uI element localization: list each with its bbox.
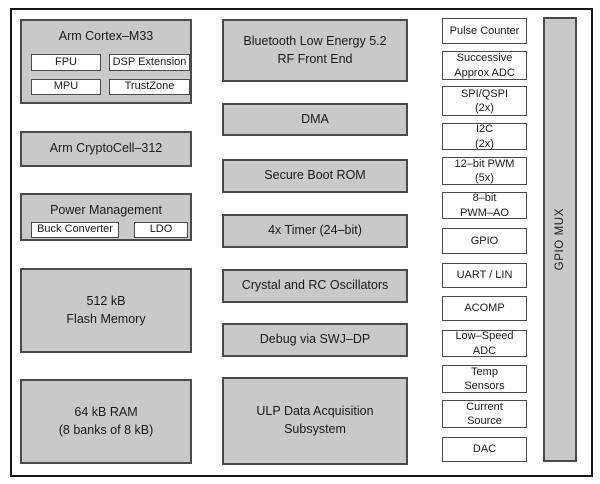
block-ulp-subsystem-label: Subsystem <box>284 422 346 436</box>
block-timer: 4x Timer (24–bit) <box>222 214 408 248</box>
block-i2c: I2C (2x) <box>442 123 527 150</box>
block-ram: 64 kB RAM (8 banks of 8 kB) <box>20 379 192 464</box>
block-low-speed-adc: Low–Speed ADC <box>442 330 527 357</box>
block-current-source-line1: Current <box>466 400 503 413</box>
block-mpu: MPU <box>31 79 101 95</box>
block-i2c-count: (2x) <box>475 137 494 150</box>
diagram-frame <box>10 8 593 477</box>
block-flash-size-label: 512 kB <box>86 293 126 308</box>
block-ldo: LDO <box>134 222 188 238</box>
block-pulse-counter: Pulse Counter <box>442 18 527 44</box>
block-dsp-extension-label: DSP Extension <box>112 55 187 68</box>
block-dac: DAC <box>442 437 527 462</box>
block-secure-boot-rom: Secure Boot ROM <box>222 159 408 193</box>
block-12bit-pwm-label: 12–bit PWM <box>454 157 515 170</box>
block-gpio-label: GPIO <box>470 234 499 247</box>
block-temp-sensors-line1: Temp <box>471 365 498 378</box>
block-power-management-label: Power Management <box>50 203 162 217</box>
block-pulse-counter-label: Pulse Counter <box>449 24 520 37</box>
block-sar-adc: Successive Approx ADC <box>442 51 527 80</box>
gpio-mux-bar: GPIO MUX <box>543 17 577 462</box>
block-arm-cortex-m33: Arm Cortex–M33 FPU DSP Extension MPU Tru… <box>20 19 192 104</box>
block-sar-adc-line1: Successive <box>456 52 513 65</box>
block-dac-label: DAC <box>472 443 497 456</box>
block-trustzone-label: TrustZone <box>124 80 175 93</box>
block-power-management: Power Management Buck Converter LDO <box>20 193 192 241</box>
block-arm-cryptocell-312-label: Arm CryptoCell–312 <box>49 141 163 156</box>
block-ram-banks-label: (8 banks of 8 kB) <box>58 422 154 437</box>
block-mpu-label: MPU <box>53 80 79 93</box>
block-dsp-extension: DSP Extension <box>109 54 190 71</box>
block-fpu: FPU <box>31 54 101 71</box>
block-buck-converter: Buck Converter <box>31 222 119 238</box>
block-arm-cryptocell-312: Arm CryptoCell–312 <box>20 131 192 167</box>
block-ram-size-label: 64 kB RAM <box>74 404 138 419</box>
block-crystal-rc-oscillators: Crystal and RC Oscillators <box>222 269 408 303</box>
block-spi-qspi-label: SPI/QSPI <box>460 87 509 100</box>
block-i2c-label: I2C <box>475 123 494 136</box>
block-8bit-pwm-ao: 8–bit PWM–AO <box>442 192 527 219</box>
block-dma: DMA <box>222 103 408 136</box>
block-uart-lin-label: UART / LIN <box>456 269 513 282</box>
block-buck-converter-label: Buck Converter <box>37 223 113 236</box>
block-acomp-label: ACOMP <box>464 302 505 315</box>
block-crystal-rc-oscillators-label: Crystal and RC Oscillators <box>241 278 389 293</box>
block-current-source-line2: Source <box>467 415 502 427</box>
gpio-mux-label: GPIO MUX <box>553 208 566 271</box>
block-ulp-data-acquisition: ULP Data Acquisition Subsystem <box>222 377 408 465</box>
block-flash-memory-label: Flash Memory <box>66 311 146 326</box>
block-ble-label: Bluetooth Low Energy 5.2 <box>243 33 387 48</box>
block-current-source: Current Source <box>442 400 527 428</box>
block-uart-lin: UART / LIN <box>442 263 527 288</box>
block-sar-adc-line2: Approx ADC <box>454 66 515 79</box>
block-trustzone: TrustZone <box>109 79 190 95</box>
block-8bit-pwm-line1: 8–bit <box>472 192 497 205</box>
block-ble-rf-front-end: Bluetooth Low Energy 5.2 RF Front End <box>222 19 408 82</box>
block-secure-boot-rom-label: Secure Boot ROM <box>264 168 366 183</box>
block-flash-memory: 512 kB Flash Memory <box>20 268 192 353</box>
block-timer-label: 4x Timer (24–bit) <box>268 223 362 238</box>
block-temp-sensors-line2: Sensors <box>464 380 505 392</box>
block-spi-qspi-count: (2x) <box>475 102 494 114</box>
block-debug-swj-dp: Debug via SWJ–DP <box>222 323 408 357</box>
block-ulp-label: ULP Data Acquisition <box>256 404 374 419</box>
block-8bit-pwm-line2: PWM–AO <box>460 206 509 219</box>
block-fpu-label: FPU <box>55 55 77 68</box>
block-ldo-label: LDO <box>149 223 173 236</box>
block-debug-swj-dp-label: Debug via SWJ–DP <box>259 332 371 347</box>
block-temp-sensors: Temp Sensors <box>442 365 527 393</box>
block-12bit-pwm: 12–bit PWM (5x) <box>442 157 527 185</box>
block-gpio: GPIO <box>442 228 527 254</box>
block-rf-front-end-label: RF Front End <box>277 51 353 66</box>
block-dma-label: DMA <box>301 111 329 126</box>
block-acomp: ACOMP <box>442 296 527 321</box>
block-12bit-pwm-count: (5x) <box>475 172 494 184</box>
block-arm-cortex-m33-label: Arm Cortex–M33 <box>58 29 154 43</box>
block-low-speed-adc-line1: Low–Speed <box>455 330 514 343</box>
block-low-speed-adc-line2: ADC <box>472 344 497 357</box>
block-spi-qspi: SPI/QSPI (2x) <box>442 86 527 116</box>
